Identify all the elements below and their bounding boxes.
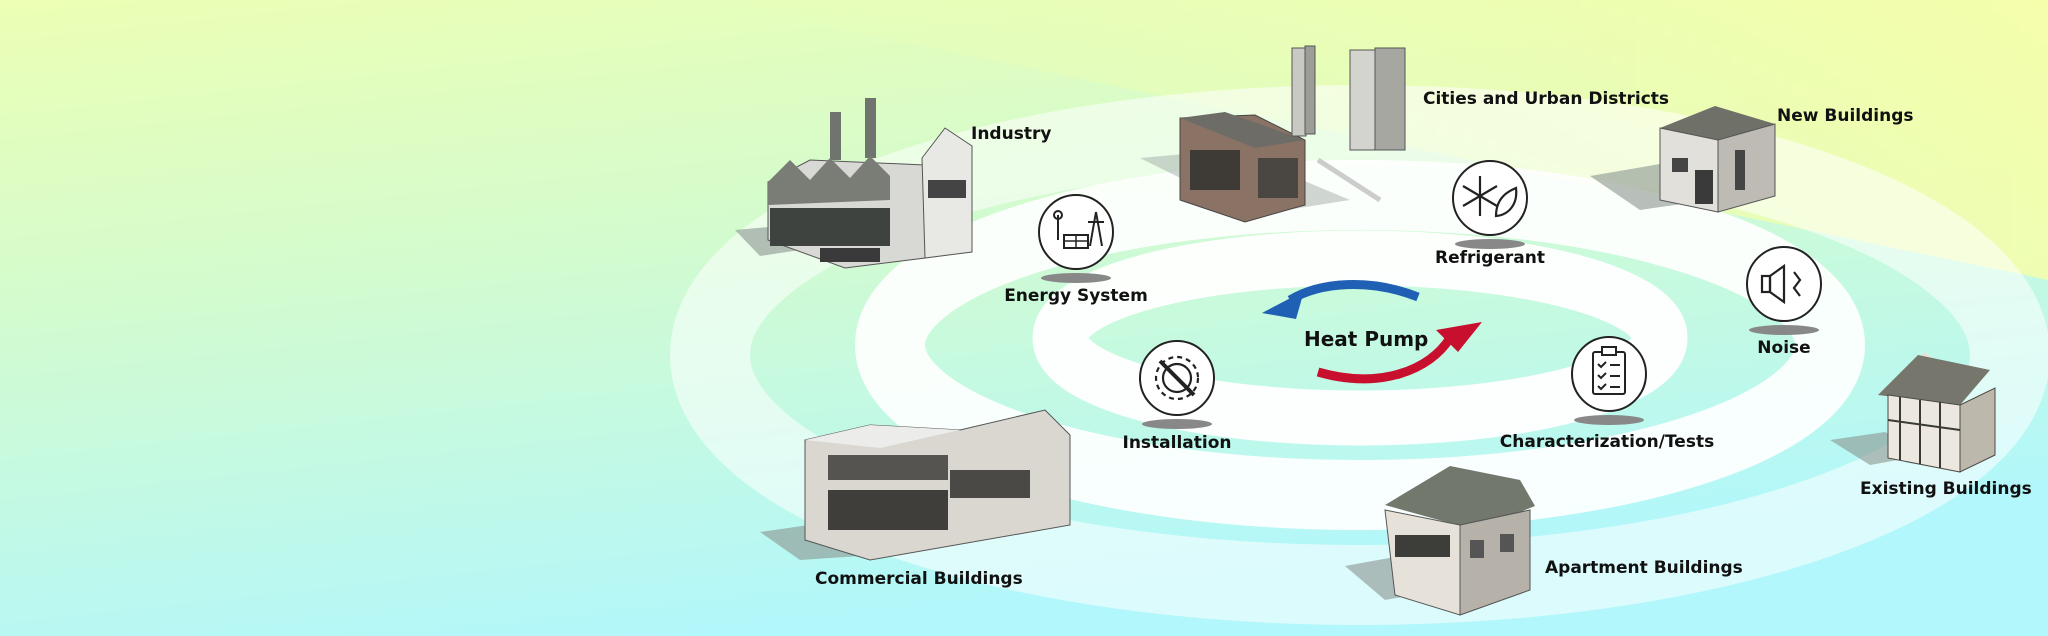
snowflake-leaf-icon	[1452, 160, 1528, 249]
apartment-buildings-label: Apartment Buildings	[1545, 558, 1743, 578]
cities-label: Cities and Urban Districts	[1423, 89, 1670, 109]
characterization-label: Characterization/Tests	[1499, 432, 1715, 452]
timber-house-icon	[1830, 352, 1996, 473]
commercial-buildings-label: Commercial Buildings	[815, 569, 1023, 589]
apartment-icon	[1345, 466, 1535, 616]
heat-pump-arrow-red-head	[1436, 322, 1482, 352]
industry-label: Industry	[971, 124, 1052, 144]
office-building-icon	[760, 409, 1071, 561]
energy-system-icon	[1038, 194, 1114, 283]
speaker-noise-icon	[1746, 246, 1822, 335]
refrigerant-label: Refrigerant	[1434, 248, 1546, 268]
energy-system-label: Energy System	[1004, 286, 1148, 306]
wrench-gear-icon	[1139, 340, 1215, 429]
clipboard-checklist-icon	[1571, 336, 1647, 425]
installation-label: Installation	[1122, 433, 1232, 453]
heat-pump-arrow-red	[1316, 335, 1454, 384]
heat-pump-title: Heat Pump	[1304, 327, 1429, 351]
new-buildings-label: New Buildings	[1777, 106, 1914, 126]
modern-house-icon	[1590, 106, 1776, 213]
noise-label: Noise	[1757, 338, 1811, 358]
factory-icon	[735, 98, 973, 269]
existing-buildings-label: Existing Buildings	[1860, 479, 2032, 499]
city-towers-icon	[1140, 45, 1406, 223]
heat-pump-arrow-blue-head	[1262, 291, 1304, 319]
